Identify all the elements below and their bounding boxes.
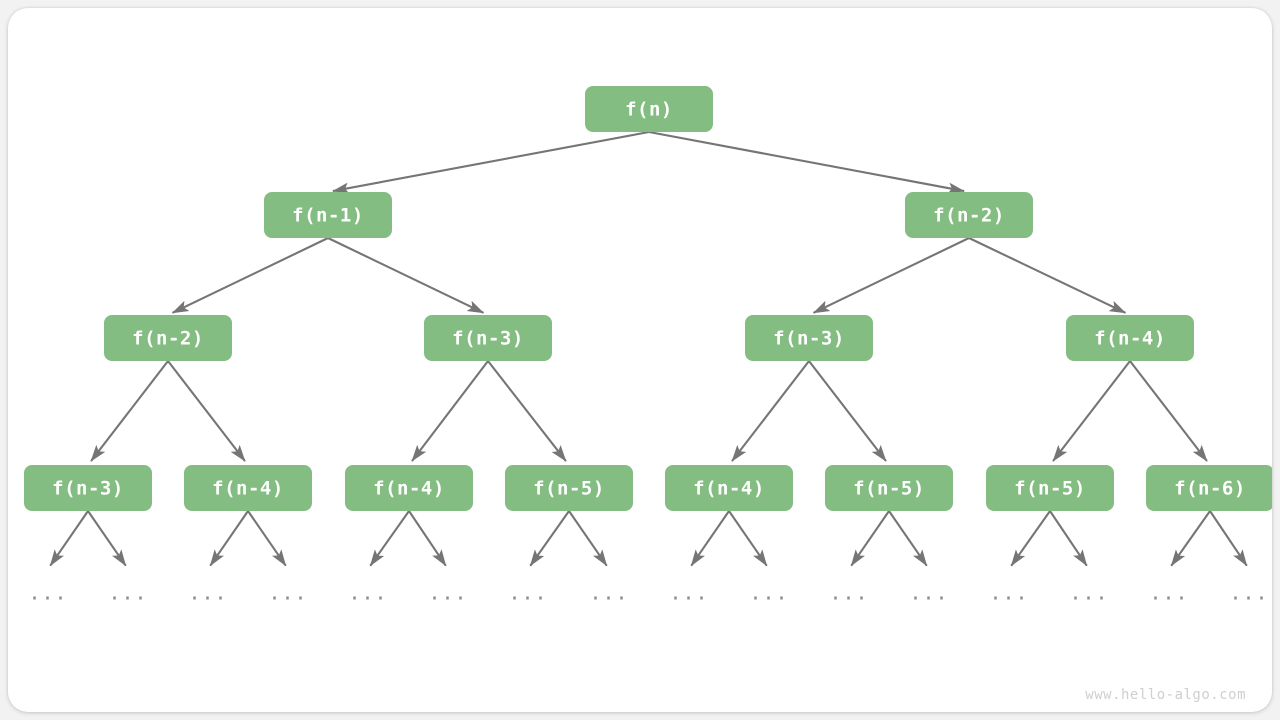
edges-layer: [49, 130, 1248, 567]
tree-node-box: [424, 315, 552, 361]
watermark-label: www.hello-algo.com: [1085, 687, 1246, 703]
ellipsis-layer: ........................................…: [28, 581, 1268, 605]
tree-node[interactable]: f(n-6): [1146, 465, 1272, 511]
tree-edge: [1129, 360, 1208, 462]
ellipsis-label: ...: [749, 581, 788, 605]
diagram-card: f(n) f(n-1) f(n-2) f(n-2) f(n-3) f(n-3) f(n-4)…: [8, 8, 1272, 712]
ellipsis-label: ...: [28, 581, 67, 605]
ellipsis-label: ...: [348, 581, 387, 605]
tree-edge-to-ellipsis: [247, 510, 287, 567]
tree-edge: [167, 360, 246, 462]
tree-edge-to-ellipsis: [1049, 510, 1088, 567]
tree-edge-to-ellipsis: [568, 510, 608, 567]
tree-node-box: [104, 315, 232, 361]
tree-node-label: f(n-3): [52, 478, 124, 500]
tree-node-label: f(n-4): [1094, 328, 1166, 350]
tree-edge-to-ellipsis: [408, 510, 447, 567]
ellipsis-label: ...: [108, 581, 147, 605]
ellipsis-label: ...: [428, 581, 467, 605]
tree-edge: [332, 130, 650, 194]
tree-edge: [648, 130, 965, 194]
tree-node-label: f(n-2): [933, 205, 1005, 227]
ellipsis-label: ...: [268, 581, 307, 605]
tree-edge-to-ellipsis: [49, 510, 89, 567]
tree-edge-to-ellipsis: [850, 510, 890, 567]
ellipsis-label: ...: [508, 581, 547, 605]
ellipsis-label: ...: [669, 581, 708, 605]
tree-node-box: [24, 465, 152, 511]
nodes-layer: f(n) f(n-1) f(n-2) f(n-2) f(n-3) f(n-3) f(n-4)…: [24, 86, 1272, 511]
tree-edge-to-ellipsis: [369, 510, 410, 567]
tree-edge-to-ellipsis: [87, 510, 127, 567]
tree-node[interactable]: f(n-1): [264, 192, 392, 238]
tree-node-label: f(n-2): [132, 328, 204, 350]
tree-node[interactable]: f(n-2): [104, 315, 232, 361]
tree-node[interactable]: f(n-3): [745, 315, 873, 361]
tree-node-box: [825, 465, 953, 511]
ellipsis-label: ...: [1229, 581, 1268, 605]
ellipsis-label: ...: [1069, 581, 1108, 605]
tree-edge-to-ellipsis: [529, 510, 570, 567]
tree-node-label: f(n-4): [373, 478, 445, 500]
tree-node[interactable]: f(n-5): [825, 465, 953, 511]
tree-node-label: f(n-3): [452, 328, 524, 350]
tree-node[interactable]: f(n-5): [505, 465, 633, 511]
tree-node-box: [1066, 315, 1194, 361]
tree-node-label: f(n-4): [693, 478, 765, 500]
tree-node-label: f(n): [625, 99, 673, 121]
tree-node-label: f(n-5): [533, 478, 605, 500]
tree-node-label: f(n-4): [212, 478, 284, 500]
tree-edge: [327, 237, 485, 314]
tree-edge: [731, 360, 810, 462]
tree-node[interactable]: f(n-3): [24, 465, 152, 511]
tree-edge: [487, 360, 567, 462]
tree-node-label: f(n-1): [292, 205, 364, 227]
tree-node-box: [184, 465, 312, 511]
tree-node[interactable]: f(n-4): [345, 465, 473, 511]
tree-edge: [171, 237, 329, 314]
ellipsis-label: ...: [909, 581, 948, 605]
ellipsis-label: ...: [1149, 581, 1188, 605]
tree-node[interactable]: f(n-2): [905, 192, 1033, 238]
tree-node[interactable]: f(n-4): [1066, 315, 1194, 361]
tree-edge: [808, 360, 887, 462]
tree-edge-to-ellipsis: [209, 510, 249, 567]
tree-node[interactable]: f(n): [585, 86, 713, 132]
tree-node-box: [986, 465, 1114, 511]
tree-node-box: [585, 86, 713, 132]
tree-edge: [90, 360, 169, 462]
tree-node[interactable]: f(n-3): [424, 315, 552, 361]
tree-node[interactable]: f(n-4): [665, 465, 793, 511]
tree-node-box: [505, 465, 633, 511]
tree-node-label: f(n-5): [853, 478, 925, 500]
tree-node-box: [264, 192, 392, 238]
recursion-tree: f(n) f(n-1) f(n-2) f(n-2) f(n-3) f(n-3) f(n-4)…: [24, 86, 1272, 703]
tree-edge-to-ellipsis: [728, 510, 768, 567]
tree-node-box: [1146, 465, 1272, 511]
tree-edge-to-ellipsis: [888, 510, 928, 567]
ellipsis-label: ...: [188, 581, 227, 605]
tree-node[interactable]: f(n-5): [986, 465, 1114, 511]
tree-node-box: [745, 315, 873, 361]
ellipsis-label: ...: [829, 581, 868, 605]
tree-node-box: [345, 465, 473, 511]
ellipsis-label: ...: [589, 581, 628, 605]
ellipsis-label: ...: [989, 581, 1028, 605]
tree-edge-to-ellipsis: [1010, 510, 1051, 567]
tree-edge: [968, 237, 1127, 314]
tree-edge-to-ellipsis: [1170, 510, 1211, 567]
tree-node-label: f(n-5): [1014, 478, 1086, 500]
tree-node[interactable]: f(n-4): [184, 465, 312, 511]
tree-node-box: [665, 465, 793, 511]
tree-edge-to-ellipsis: [1209, 510, 1248, 567]
tree-node-label: f(n-6): [1174, 478, 1246, 500]
tree-edge: [1052, 360, 1131, 462]
tree-node-label: f(n-3): [773, 328, 845, 350]
tree-edge: [411, 360, 489, 462]
tree-node-box: [905, 192, 1033, 238]
tree-edge-to-ellipsis: [690, 510, 730, 567]
tree-edge: [812, 237, 970, 314]
